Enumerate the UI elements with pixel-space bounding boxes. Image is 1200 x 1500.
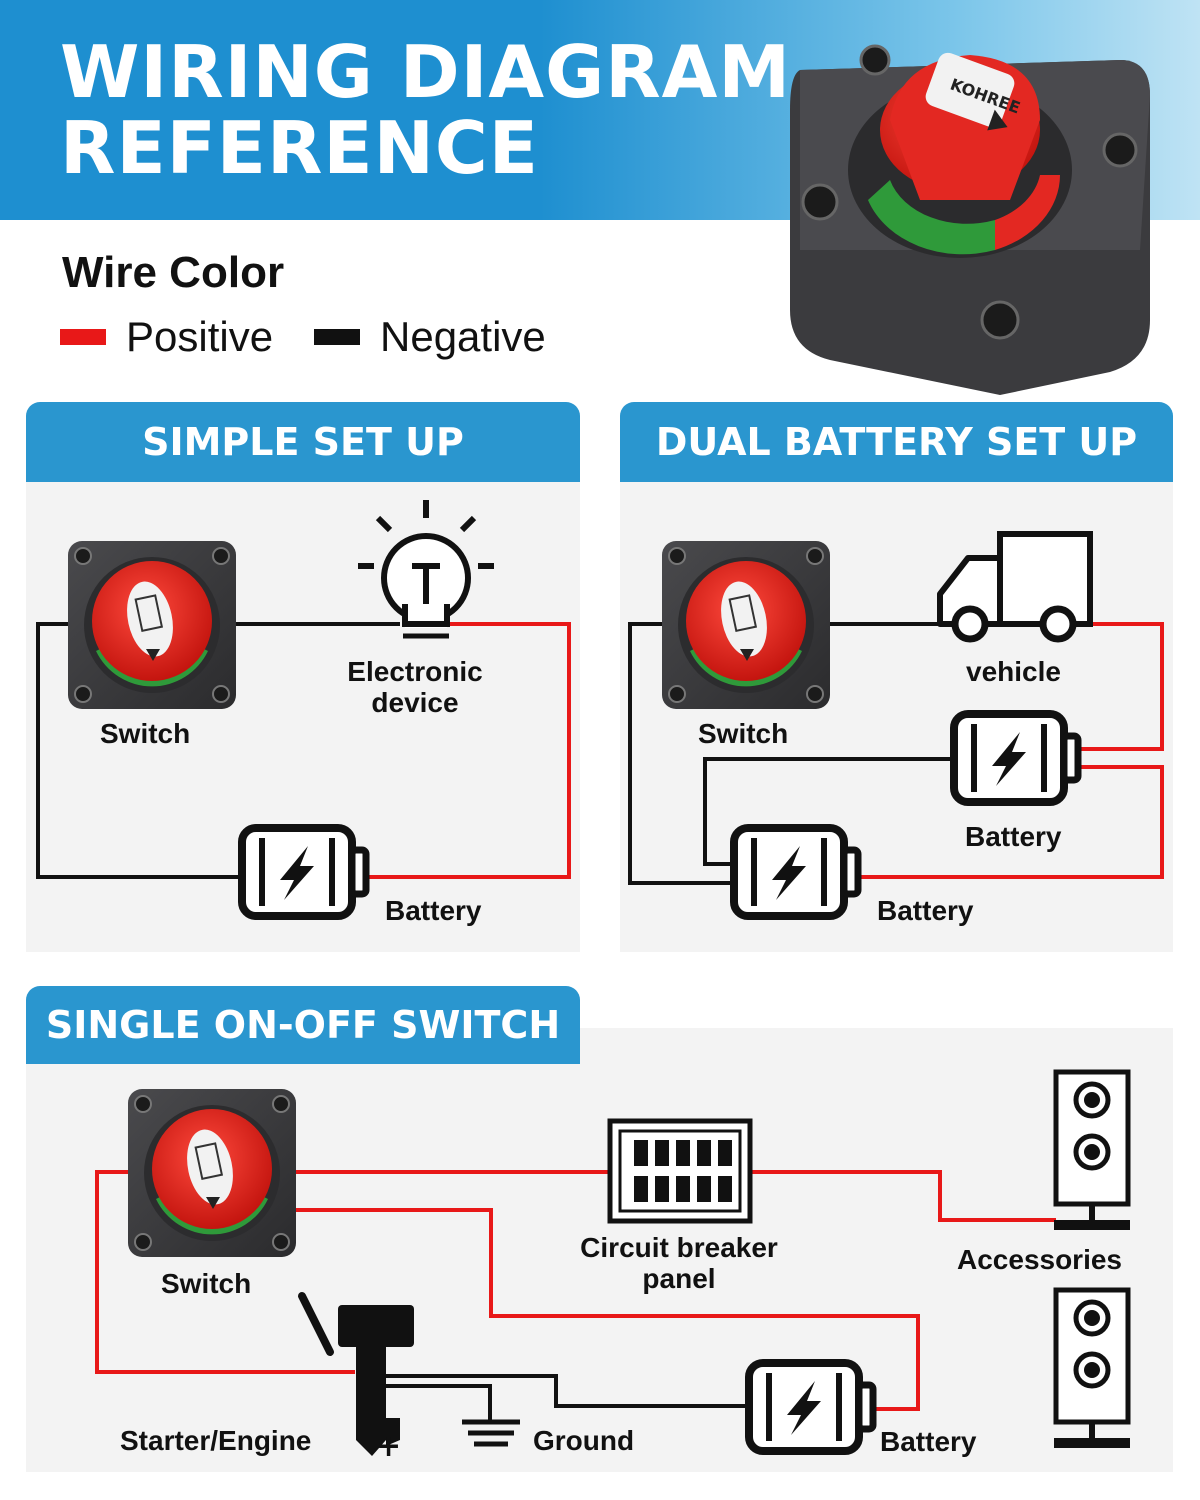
legend-negative: Negative [314, 312, 546, 362]
accessory-speaker-1-icon [1054, 1072, 1130, 1230]
single-wiring [95, 1170, 1056, 1420]
header-switch-image: KOHREE [790, 44, 1150, 395]
page-title: WIRING DIAGRAM REFERENCE [60, 34, 791, 186]
electronic-device-label: Electronic device [347, 656, 483, 718]
accessory-speaker-2-icon [1054, 1290, 1130, 1448]
positive-swatch [60, 329, 106, 345]
single-switch-title: SINGLE ON-OFF SWITCH [26, 986, 580, 1064]
single-switch [127, 1088, 297, 1258]
dual-wiring [628, 622, 1164, 885]
dual-switch-label: Switch [698, 718, 789, 749]
vehicle-label: vehicle [966, 656, 1061, 687]
dual-battery-title: DUAL BATTERY SET UP [620, 402, 1173, 482]
title-line-1: WIRING DIAGRAM [60, 30, 792, 114]
dual-switch [661, 540, 831, 710]
engine-icon: + [298, 1292, 414, 1464]
negative-label: Negative [380, 313, 546, 360]
simple-setup-title: SIMPLE SET UP [26, 402, 580, 482]
single-battery-label: Battery [880, 1426, 977, 1457]
circuit-breaker-label: Circuit breaker panel [580, 1232, 778, 1294]
svg-text:+: + [376, 1429, 401, 1464]
simple-battery-icon [242, 828, 366, 916]
engine-label: Starter/Engine [120, 1425, 312, 1456]
truck-icon [937, 531, 1093, 643]
dual-battery2-icon [734, 828, 858, 916]
simple-switch [67, 540, 237, 710]
dual-battery1-icon [954, 714, 1078, 802]
dual-battery1-label: Battery [965, 821, 1062, 852]
positive-label: Positive [126, 313, 274, 360]
circuit-breaker-icon [607, 1118, 753, 1224]
negative-swatch [314, 329, 360, 345]
legend-title: Wire Color [62, 248, 285, 297]
ground-label: Ground [533, 1425, 635, 1456]
ground-icon [462, 1419, 520, 1447]
title-line-2: REFERENCE [60, 106, 539, 190]
single-switch-label: Switch [161, 1268, 252, 1299]
simple-battery-label: Battery [385, 895, 482, 926]
accessories-label: Accessories [957, 1244, 1123, 1275]
simple-wiring [36, 622, 571, 879]
legend-positive: Positive [60, 312, 273, 362]
simple-switch-label: Switch [100, 718, 191, 749]
single-battery-icon [749, 1363, 873, 1451]
bulb-icon [358, 500, 494, 639]
dual-battery2-label: Battery [877, 895, 974, 926]
